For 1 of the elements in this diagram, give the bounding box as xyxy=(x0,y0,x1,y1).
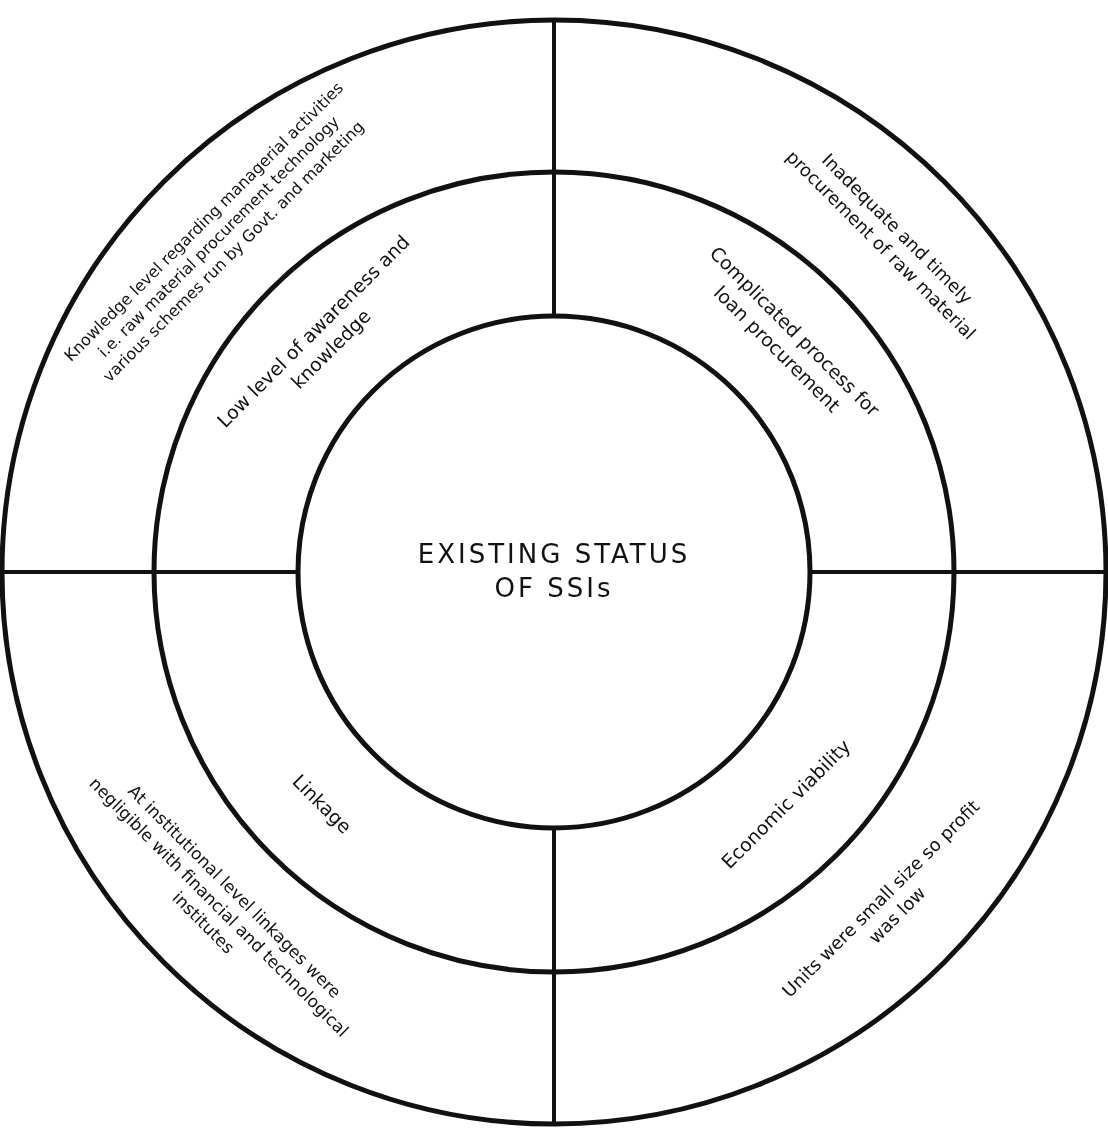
center-title: EXISTING STATUS OF SSIs xyxy=(404,538,704,606)
